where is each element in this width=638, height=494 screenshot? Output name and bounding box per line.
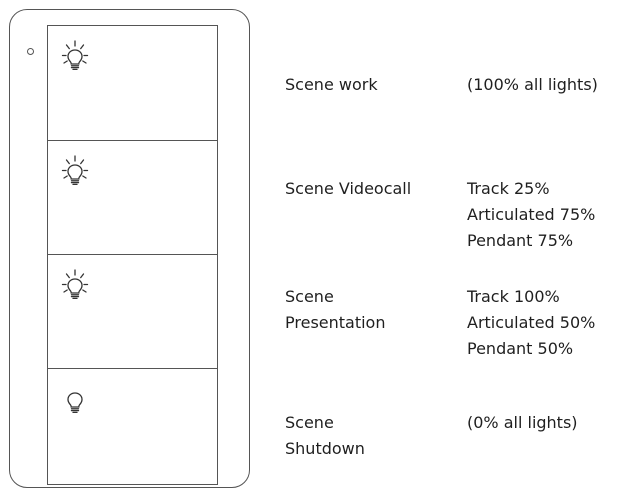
- scene-values: Track 25% Articulated 75% Pendant 75%: [467, 176, 595, 254]
- scene-presentation-button[interactable]: [48, 255, 217, 369]
- scene-name: Scene Shutdown: [285, 410, 365, 462]
- scene-value: Pendant 50%: [467, 339, 574, 358]
- bulb-on-icon: [61, 155, 89, 186]
- scene-name-line: Presentation: [285, 313, 386, 332]
- bulb-off-icon: [67, 392, 83, 414]
- scene-name-text: Scene work: [285, 75, 378, 94]
- scene-value: Articulated 50%: [467, 313, 596, 332]
- scene-value: (100% all lights): [467, 75, 598, 94]
- scene-videocall-button[interactable]: [48, 141, 217, 255]
- scene-work-button[interactable]: [48, 26, 217, 141]
- scene-value: (0% all lights): [467, 413, 578, 432]
- scene-name-line: Scene: [285, 413, 334, 432]
- scene-values: (100% all lights): [467, 72, 598, 98]
- scene-values: Track 100% Articulated 50% Pendant 50%: [467, 284, 595, 362]
- bulb-on-icon: [61, 40, 89, 71]
- scene-values: (0% all lights): [467, 410, 578, 436]
- scene-name-line: Shutdown: [285, 439, 365, 458]
- indicator-led: [27, 48, 34, 55]
- scene-name: Scene work: [285, 72, 378, 98]
- scene-name: Scene Presentation: [285, 284, 385, 336]
- bulb-on-icon: [61, 269, 89, 300]
- scene-shutdown-button[interactable]: [48, 369, 217, 483]
- scene-name-line: Scene: [285, 287, 334, 306]
- scene-name-text: Scene Videocall: [285, 179, 412, 198]
- scene-button-stack: [47, 25, 218, 485]
- scene-value: Track 100%: [467, 287, 560, 306]
- scene-value: Pendant 75%: [467, 231, 574, 250]
- keypad-device: [9, 9, 250, 488]
- scene-value: Track 25%: [467, 179, 550, 198]
- scene-value: Articulated 75%: [467, 205, 596, 224]
- scene-name: Scene Videocall: [285, 176, 411, 202]
